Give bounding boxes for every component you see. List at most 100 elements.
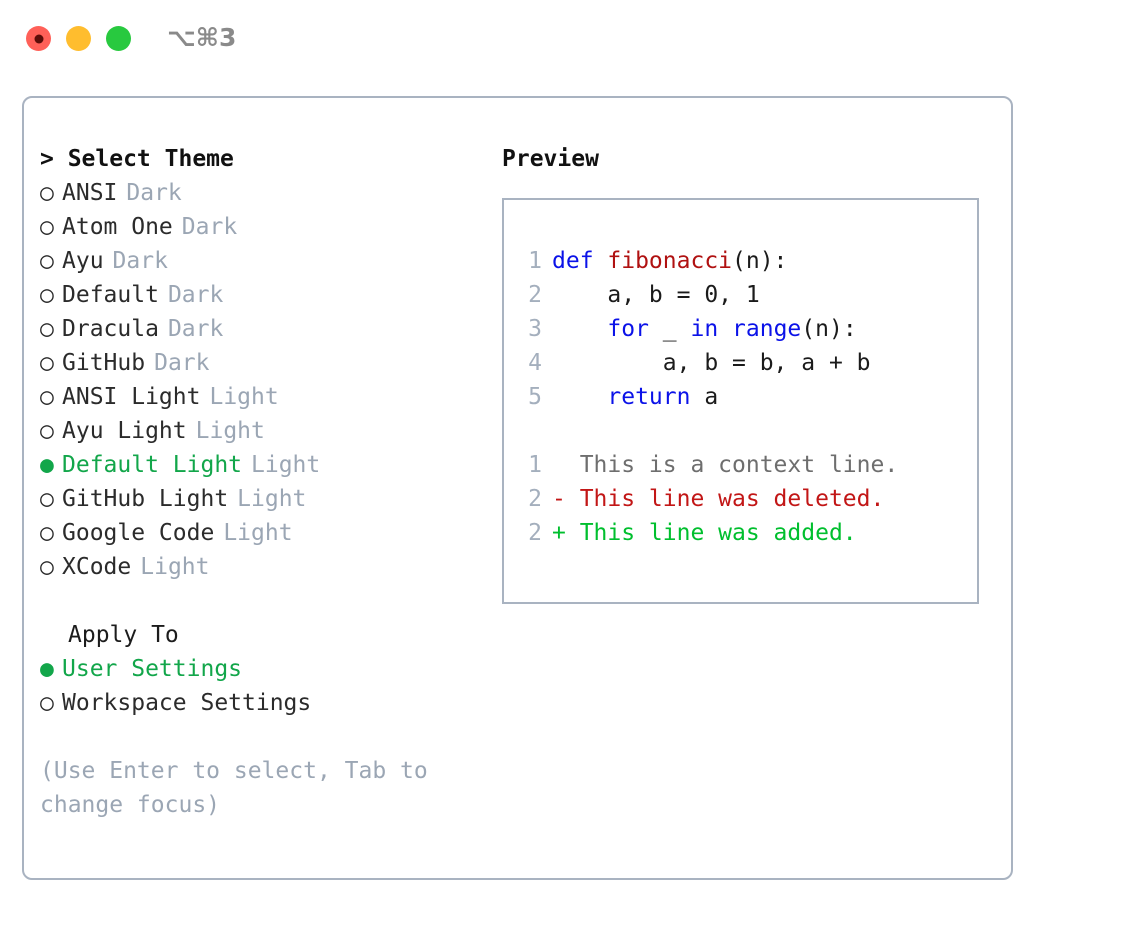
code-token-plain: a, b = b, a + b bbox=[552, 350, 871, 376]
diff-sample: 1 This is a context line. 2 - This line wa… bbox=[516, 448, 977, 550]
radio-unselected-icon: ○ bbox=[40, 554, 54, 580]
apply-to-header: Apply To bbox=[68, 622, 179, 648]
theme-option-tag: Light bbox=[195, 418, 265, 444]
code-diff-gap bbox=[516, 414, 977, 448]
code-token-plain bbox=[552, 384, 607, 410]
preview-title: Preview bbox=[502, 146, 599, 172]
theme-option-google-code[interactable]: ○ Google Code Light bbox=[40, 516, 490, 550]
code-line: 3 for _ in range(n): bbox=[516, 312, 977, 346]
code-line-text: def fibonacci(n): bbox=[552, 244, 787, 278]
code-line-text: for _ in range(n): bbox=[552, 312, 857, 346]
code-line: 1 def fibonacci(n): bbox=[516, 244, 977, 278]
radio-selected-icon: ● bbox=[40, 656, 54, 682]
code-line-text: a, b = b, a + b bbox=[552, 346, 871, 380]
theme-option-ansi-light[interactable]: ○ ANSI Light Light bbox=[40, 380, 490, 414]
code-line-number: 1 bbox=[528, 248, 542, 274]
radio-unselected-icon: ○ bbox=[40, 418, 54, 444]
radio-unselected-icon: ○ bbox=[40, 316, 54, 342]
select-theme-header: > Select Theme bbox=[40, 146, 234, 172]
radio-unselected-icon: ○ bbox=[40, 248, 54, 274]
code-token-plain: a bbox=[690, 384, 719, 410]
code-token-plain: _ bbox=[648, 316, 691, 342]
diff-line-text: - This line was deleted. bbox=[552, 486, 885, 512]
code-line-number: 4 bbox=[528, 350, 542, 376]
diff-line-number: 2 bbox=[528, 486, 542, 512]
theme-option-xcode[interactable]: ○ XCode Light bbox=[40, 550, 490, 584]
code-line: 4 a, b = b, a + b bbox=[516, 346, 977, 380]
theme-option-tag: Dark bbox=[154, 350, 210, 376]
theme-option-label: Ayu bbox=[62, 248, 104, 274]
apply-to-option-workspace-settings[interactable]: ○Workspace Settings bbox=[40, 686, 490, 720]
apply-to-option-label: User Settings bbox=[62, 656, 243, 682]
code-line-text: return a bbox=[552, 380, 718, 414]
code-token-plain: (n): bbox=[732, 248, 788, 274]
theme-option-label: Default bbox=[62, 282, 159, 308]
list-spacer bbox=[40, 584, 490, 618]
diff-line-text: + This line was added. bbox=[552, 520, 857, 546]
code-token-kw: range bbox=[732, 316, 802, 342]
diff-line-text: This is a context line. bbox=[552, 452, 899, 478]
keyboard-shortcut-label: ⌥⌘3 bbox=[167, 23, 237, 52]
theme-option-tag: Dark bbox=[167, 316, 224, 342]
theme-option-tag: Light bbox=[251, 452, 321, 478]
code-line-number: 2 bbox=[528, 282, 542, 308]
theme-option-label: ANSI Light bbox=[62, 384, 201, 410]
zoom-button-icon[interactable] bbox=[106, 26, 131, 51]
theme-option-label: ANSI bbox=[62, 180, 118, 206]
theme-option-ayu-light[interactable]: ○ Ayu Light Light bbox=[40, 414, 490, 448]
theme-option-tag: Dark bbox=[181, 214, 238, 240]
theme-option-label: Google Code bbox=[62, 520, 215, 546]
code-token-kw: def bbox=[552, 248, 608, 274]
theme-option-label: GitHub Light bbox=[62, 486, 229, 512]
theme-option-tag: Light bbox=[140, 554, 210, 580]
code-token-kw: in bbox=[690, 316, 719, 342]
minimize-button-icon[interactable] bbox=[66, 26, 91, 51]
theme-option-dracula[interactable]: ○ Dracula Dark bbox=[40, 312, 490, 346]
radio-unselected-icon: ○ bbox=[40, 520, 54, 546]
diff-line-number: 2 bbox=[528, 520, 542, 546]
radio-unselected-icon: ○ bbox=[40, 486, 54, 512]
diff-line-ctx: 1 This is a context line. bbox=[516, 448, 977, 482]
code-token-kw: for bbox=[607, 316, 649, 342]
radio-unselected-icon: ○ bbox=[40, 350, 54, 376]
theme-option-github-light[interactable]: ○ GitHub Light Light bbox=[40, 482, 490, 516]
code-token-plain bbox=[552, 316, 607, 342]
code-line: 5 return a bbox=[516, 380, 977, 414]
code-line-number: 3 bbox=[528, 316, 542, 342]
code-token-plain: a, b = 0, 1 bbox=[552, 282, 760, 308]
code-token-fn: fibonacci bbox=[607, 248, 733, 274]
radio-unselected-icon: ○ bbox=[40, 690, 54, 716]
theme-option-label: XCode bbox=[62, 554, 132, 580]
theme-option-label: GitHub bbox=[62, 350, 146, 376]
theme-option-tag: Light bbox=[209, 384, 279, 410]
apply-to-list[interactable]: ● User Settings ○Workspace Settings bbox=[40, 652, 490, 720]
window-titlebar: ⌥⌘3 bbox=[0, 0, 1140, 78]
theme-option-label: Ayu Light bbox=[62, 418, 187, 444]
theme-option-tag: Dark bbox=[167, 282, 224, 308]
theme-option-github[interactable]: ○ GitHub Dark bbox=[40, 346, 490, 380]
radio-unselected-icon: ○ bbox=[40, 384, 54, 410]
close-button-icon[interactable] bbox=[26, 26, 51, 51]
theme-option-tag: Light bbox=[237, 486, 307, 512]
code-token-plain: (n): bbox=[801, 316, 857, 342]
theme-option-label: Dracula bbox=[62, 316, 159, 342]
diff-line-add: 2 + This line was added. bbox=[516, 516, 977, 550]
theme-option-label: Atom One bbox=[62, 214, 173, 240]
code-token-plain bbox=[718, 316, 732, 342]
apply-to-option-user-settings[interactable]: ● User Settings bbox=[40, 652, 490, 686]
radio-unselected-icon: ○ bbox=[40, 180, 54, 206]
theme-option-tag: Light bbox=[223, 520, 293, 546]
traffic-lights bbox=[26, 26, 131, 51]
